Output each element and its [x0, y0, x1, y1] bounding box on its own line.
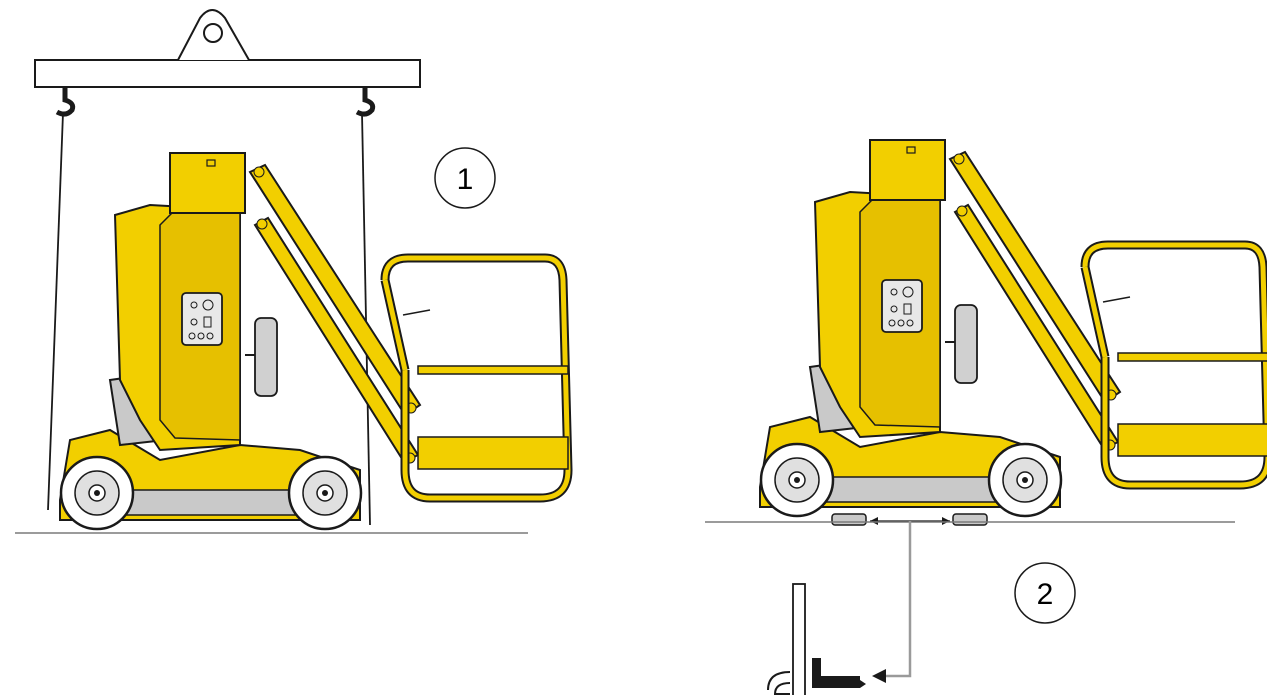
connector-line — [884, 521, 912, 678]
crane-lifting-scene: 1 — [15, 9, 568, 534]
fork-pocket-rear — [952, 513, 988, 526]
callout-1-label: 1 — [457, 163, 474, 196]
left-sling — [47, 112, 64, 511]
callout-2-circle — [1014, 562, 1076, 624]
lift-machine-right — [760, 140, 1267, 516]
spreader-beam — [34, 59, 421, 88]
callout-2-label: 2 — [1037, 578, 1054, 611]
left-hook-icon — [55, 87, 76, 117]
forklift-fork-icon — [767, 583, 866, 695]
fork-pocket-front — [831, 513, 867, 526]
forklift-lifting-scene: 2 — [705, 140, 1267, 695]
callout-1-circle — [434, 147, 496, 209]
right-hook-icon — [355, 87, 376, 117]
right-sling — [361, 112, 371, 526]
lift-machine-left — [60, 153, 568, 529]
connector-arrow-icon — [872, 669, 886, 683]
